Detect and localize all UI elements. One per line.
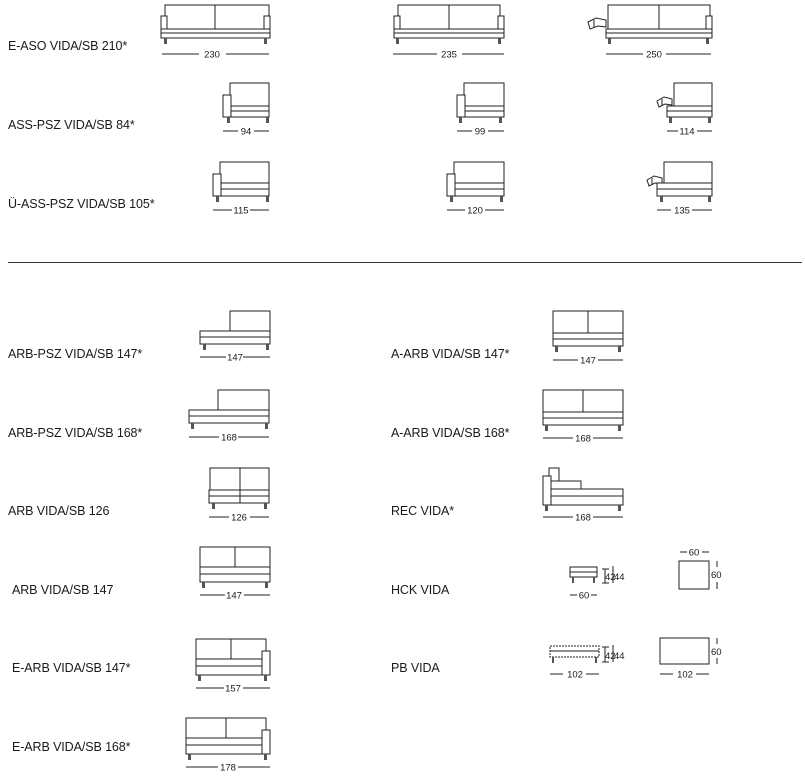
dim-e-aso-235: 235 — [441, 50, 457, 61]
label-e-aso: E-ASO VIDA/SB 210* — [8, 39, 128, 53]
dim-e-aso-230: 230 — [204, 50, 220, 61]
dim-a-arb-168: 168 — [575, 434, 591, 445]
label-pb: PB VIDA — [391, 661, 440, 675]
e-aso-235-drawing: 235 — [393, 4, 505, 61]
arb-psz-147-drawing: 147 — [199, 310, 271, 364]
dim-hck-60-width: 60 — [579, 591, 590, 602]
dim-e-aso-250: 250 — [646, 50, 662, 61]
arb-psz-168-drawing: 168 — [188, 389, 270, 444]
hck-side-drawing: 42 44 60 — [569, 566, 625, 602]
dim-pb-44: 44 — [614, 651, 625, 662]
dim-ass-psz-114: 114 — [679, 127, 694, 138]
e-aso-250-drawing: 250 — [587, 4, 713, 61]
dim-hck-60-depth: 60 — [711, 570, 722, 581]
arb-126-drawing: 126 — [208, 467, 270, 524]
label-e-arb-147: E-ARB VIDA/SB 147* — [12, 661, 131, 675]
section-divider — [8, 262, 802, 263]
u-ass-psz-135-drawing: 135 — [646, 161, 713, 217]
dim-u-ass-psz-120: 120 — [467, 206, 483, 217]
dim-pb-60-depth: 60 — [711, 647, 722, 658]
dim-pb-102-top: 102 — [677, 670, 693, 681]
dim-arb-psz-147: 147 — [227, 353, 243, 364]
label-rec: REC VIDA* — [391, 504, 455, 518]
dim-u-ass-psz-135: 135 — [674, 206, 690, 217]
dim-hck-60-top: 60 — [689, 548, 700, 559]
e-arb-168-drawing: 178 — [185, 717, 271, 774]
label-hck: HCK VIDA — [391, 583, 450, 597]
a-arb-147-drawing: 147 — [552, 310, 624, 367]
ass-psz-114-drawing: 114 — [656, 82, 713, 138]
e-aso-230-drawing: 230 — [160, 4, 271, 61]
dim-arb-126: 126 — [231, 513, 247, 524]
label-ass-psz: ASS-PSZ VIDA/SB 84* — [8, 118, 135, 132]
rec-drawing: 168 — [542, 467, 624, 524]
dim-u-ass-psz-115: 115 — [233, 206, 248, 217]
label-arb-126: ARB VIDA/SB 126 — [8, 504, 110, 518]
label-a-arb-168: A-ARB VIDA/SB 168* — [391, 426, 510, 440]
e-arb-147-drawing: 157 — [195, 638, 271, 695]
dim-arb-psz-168: 168 — [221, 433, 237, 444]
dim-pb-102-width: 102 — [567, 670, 583, 681]
pb-side-drawing: 42 44 102 — [549, 645, 625, 681]
label-a-arb-147: A-ARB VIDA/SB 147* — [391, 347, 510, 361]
dim-rec: 168 — [575, 513, 591, 524]
arb-147-drawing: 147 — [199, 546, 271, 602]
dim-hck-42: 42 — [605, 572, 616, 583]
dim-ass-psz-94: 94 — [241, 127, 252, 138]
a-arb-168-drawing: 168 — [542, 389, 624, 445]
dim-ass-psz-99: 99 — [475, 127, 486, 138]
dim-e-arb-168: 178 — [220, 763, 236, 774]
dim-hck-44: 44 — [614, 572, 625, 583]
label-u-ass-psz: Ü-ASS-PSZ VIDA/SB 105* — [8, 197, 155, 211]
dim-arb-147: 147 — [226, 591, 242, 602]
label-arb-psz-147: ARB-PSZ VIDA/SB 147* — [8, 347, 143, 361]
label-arb-psz-168: ARB-PSZ VIDA/SB 168* — [8, 426, 143, 440]
dim-e-arb-147: 157 — [225, 684, 241, 695]
dim-a-arb-147: 147 — [580, 356, 596, 367]
dim-pb-42: 42 — [605, 651, 616, 662]
u-ass-psz-115-drawing: 115 — [212, 161, 270, 217]
ass-psz-99-drawing: 99 — [456, 82, 505, 138]
label-e-arb-168: E-ARB VIDA/SB 168* — [12, 740, 131, 754]
label-arb-147: ARB VIDA/SB 147 — [12, 583, 114, 597]
ass-psz-94-drawing: 94 — [222, 82, 270, 138]
pb-top-drawing: 60 102 — [659, 637, 722, 681]
u-ass-psz-120-drawing: 120 — [446, 161, 505, 217]
hck-top-drawing: 60 60 — [678, 548, 722, 590]
